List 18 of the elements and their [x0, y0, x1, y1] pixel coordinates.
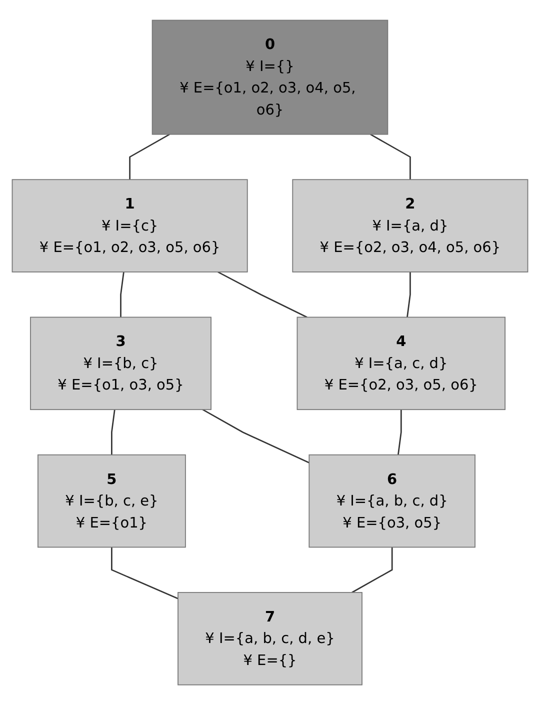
connector	[120, 272, 124, 318]
connector	[397, 410, 402, 456]
connector	[202, 409, 310, 464]
node-box: 1 ¥ I={c} ¥ E={o1, o2, o3, o5, o6}	[12, 180, 248, 273]
connector	[129, 134, 170, 180]
node-box: 6 ¥ I={a, b, c, d} ¥ E={o3, o5}	[308, 454, 476, 548]
connector	[111, 548, 178, 600]
connector	[218, 272, 308, 318]
connector	[352, 548, 393, 594]
node-box: 7 ¥ I={a, b, c, d, e} ¥ E={}	[178, 592, 362, 686]
node-box: 4 ¥ I={a, c, d} ¥ E={o2, o3, o5, o6}	[296, 317, 506, 410]
node-box: 0 ¥ I={} ¥ E={o1, o2, o3, o4, o5, o6}	[152, 20, 388, 136]
node-box: 5 ¥ I={b, c, e} ¥ E={o1}	[38, 454, 186, 548]
connector	[370, 134, 411, 180]
connector	[111, 410, 116, 456]
node-box: 3 ¥ I={b, c} ¥ E={o1, o3, o5}	[30, 317, 212, 410]
connector	[406, 272, 411, 318]
node-box: 2 ¥ I={a, d} ¥ E={o2, o3, o4, o5, o6}	[292, 180, 528, 273]
